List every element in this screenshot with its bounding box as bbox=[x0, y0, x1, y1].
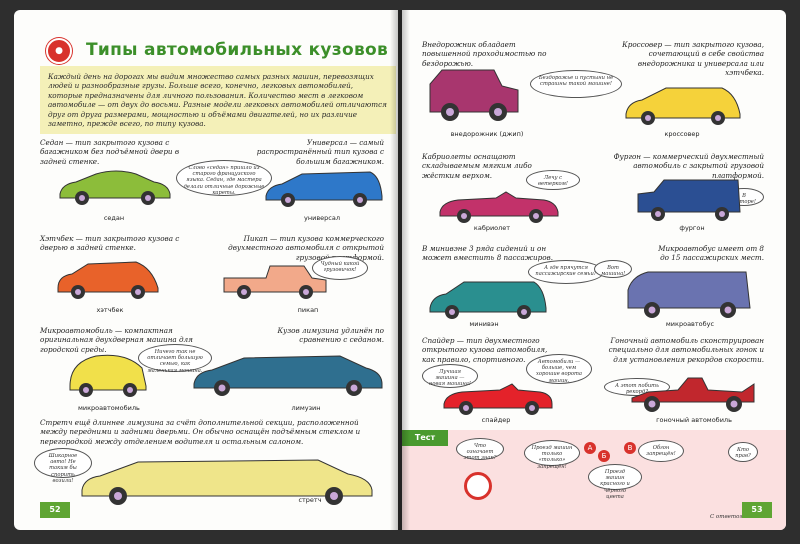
speech-bubble: А где прячутся пассажирские семьи? bbox=[528, 260, 604, 284]
left-page: ● Типы автомобильных кузовов Каждый день… bbox=[14, 10, 398, 530]
minivan-text: В минивэне 3 ряда сидений и он может вме… bbox=[422, 244, 553, 263]
offroad-label: внедорожник (джип) bbox=[450, 130, 524, 138]
speech-bubble: Лучшая машина — новая машина! bbox=[422, 364, 478, 388]
answer-badge: А bbox=[584, 442, 596, 454]
speech-bubble: Чудный какой грузовичок! bbox=[312, 256, 368, 280]
speech-bubble: Слово «седан» пришло из старого французс… bbox=[176, 160, 272, 196]
test-tag: Тест bbox=[402, 430, 448, 446]
answer-badge: В bbox=[624, 442, 636, 454]
micro-car bbox=[69, 354, 147, 397]
sedan-car bbox=[59, 170, 171, 205]
page-gutter bbox=[390, 10, 410, 530]
race-label: гоночный автомобиль bbox=[656, 416, 732, 424]
test-bubble: Кто прав? bbox=[728, 442, 758, 462]
hatchback-label: хэтчбек bbox=[96, 306, 124, 314]
speech-bubble: Лечу с ветерком! bbox=[526, 170, 580, 190]
micro-text: Микроавтомобиль — компактная оригинальна… bbox=[40, 326, 193, 354]
cabrio-car bbox=[439, 191, 559, 223]
spider-car bbox=[443, 383, 553, 415]
book-spread: ● Типы автомобильных кузовов Каждый день… bbox=[14, 10, 786, 530]
crossover-car bbox=[625, 87, 741, 125]
speech-bubble: Ничего так не отличает большую семью, ка… bbox=[138, 344, 212, 374]
pickup-label: пикап bbox=[297, 306, 319, 314]
cabrio-text: Кабриолеты оснащают складываемым мягким … bbox=[422, 152, 532, 180]
page-number: 52 bbox=[40, 502, 70, 518]
test-bubble: Что означает этот знак? bbox=[456, 438, 504, 461]
race-car bbox=[631, 377, 755, 412]
spider-label: спайдер bbox=[481, 416, 511, 424]
minivan-label: минивэн bbox=[469, 320, 499, 328]
minivan-car bbox=[429, 281, 547, 319]
test-bubble: Проезд машин красного и чёрного цвета bbox=[588, 464, 642, 500]
universal-text: Универсал — самый распространённый тип к… bbox=[256, 138, 384, 166]
limo-label: лимузин bbox=[291, 404, 321, 412]
micro-label: микроавтомобиль bbox=[78, 404, 140, 412]
right-page: Внедорожник обладает повышенной проходим… bbox=[402, 10, 786, 530]
speech-bubble: Вот машина! bbox=[594, 260, 632, 278]
sedan-text: Седан — тип закрытого кузова с багажнико… bbox=[40, 138, 180, 166]
page-number: 53 bbox=[742, 502, 772, 518]
pickup-car bbox=[223, 265, 327, 299]
sedan-label: седан bbox=[103, 214, 125, 222]
race-text: Гоночный автомобиль сконструирован специ… bbox=[608, 336, 764, 364]
traffic-sign-icon bbox=[464, 472, 492, 500]
test-bubble: Обгон запрещён! bbox=[638, 440, 684, 462]
offroad-car bbox=[429, 69, 519, 121]
book-logo: ● bbox=[46, 38, 72, 64]
speech-bubble: Автомобили — больше, чем хорошие ворота … bbox=[526, 354, 592, 384]
speech-bubble: Шикарное авто! Не таким бы спорить возил… bbox=[34, 448, 92, 484]
cabrio-label: кабриолет bbox=[473, 224, 511, 232]
limo-text: Кузов лимузина удлинён по сравнению с се… bbox=[277, 326, 384, 345]
intro-text: Каждый день на дорогах мы видим множеств… bbox=[40, 66, 396, 135]
stretch-text: Стретч ещё длиннее лимузина за счёт допо… bbox=[40, 418, 361, 446]
hatchback-text: Хэтчбек — тип закрытого кузова с дверью … bbox=[40, 234, 180, 253]
microbus-text: Микроавтобус имеет от 8 до 15 пассажирск… bbox=[658, 244, 764, 263]
test-section: Тест Что означает этот знак? Проезд маши… bbox=[402, 430, 786, 530]
test-bubble: Проезд машин только «только» запрещён! bbox=[524, 440, 580, 470]
answer-badge: Б bbox=[598, 450, 610, 462]
crossover-text: Кроссовер — тип закрытого кузова, сочета… bbox=[622, 40, 764, 77]
universal-car bbox=[265, 171, 383, 207]
microbus-car bbox=[627, 271, 751, 318]
van-car bbox=[637, 179, 741, 221]
footnote: С ответом bbox=[709, 514, 744, 520]
crossover-label: кроссовер bbox=[664, 130, 700, 138]
microbus-label: микроавтобус bbox=[665, 320, 715, 328]
stretch-label: стретч bbox=[298, 496, 322, 504]
universal-label: универсал bbox=[304, 214, 340, 222]
stretch-car bbox=[81, 459, 373, 505]
van-text: Фургон — коммерческий двухместный автомо… bbox=[613, 152, 764, 180]
spider-text: Спайдер — тип двухместного открытого куз… bbox=[422, 336, 548, 364]
hatchback-car bbox=[57, 261, 159, 299]
speech-bubble: Бездорожье и пустыни не страшны такой ма… bbox=[530, 70, 622, 98]
offroad-text: Внедорожник обладает повышенной проходим… bbox=[422, 40, 547, 68]
page-title: Типы автомобильных кузовов bbox=[86, 40, 389, 60]
van-label: фургон bbox=[679, 224, 705, 232]
limousine-car bbox=[193, 355, 383, 396]
